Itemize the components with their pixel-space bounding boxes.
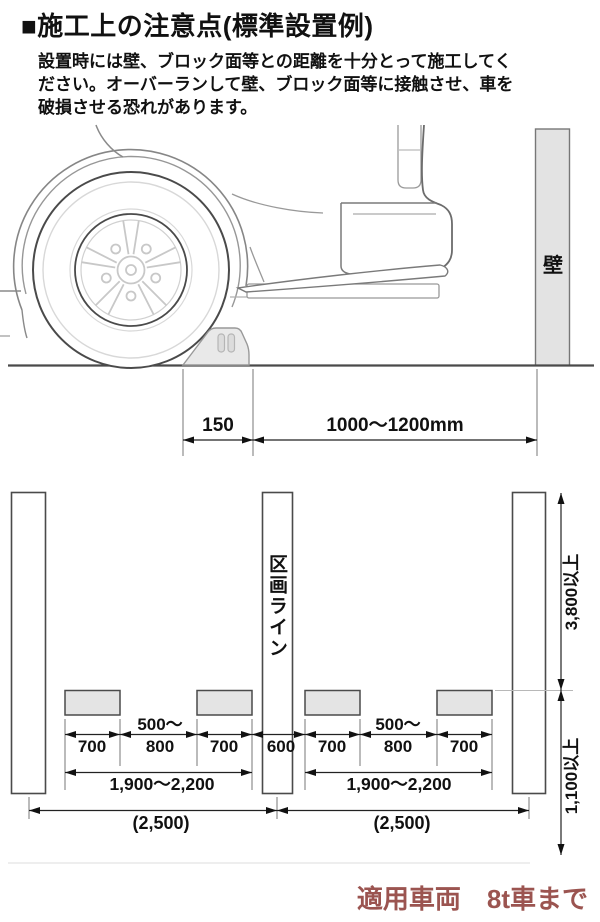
car-rear-body xyxy=(230,124,453,299)
dim-label-800: 800 xyxy=(146,737,174,756)
arrowhead xyxy=(481,731,492,738)
arrowhead xyxy=(526,436,537,444)
dim-label-700: 700 xyxy=(450,737,478,756)
arrowhead xyxy=(252,731,263,738)
wheel-stopper-plan xyxy=(304,689,361,716)
arrowhead xyxy=(109,731,120,738)
arrowhead xyxy=(305,769,316,776)
arrowhead xyxy=(557,844,565,855)
rim xyxy=(74,213,188,327)
wheel-stopper-plan xyxy=(436,689,493,716)
tire xyxy=(32,171,230,369)
lane-bar-right xyxy=(511,491,547,795)
arrowhead xyxy=(253,436,264,444)
arrowhead xyxy=(277,807,288,814)
arrowhead xyxy=(360,731,371,738)
wheel-spokes xyxy=(81,220,181,316)
intro-line-1: 設置時には壁、ブロック面等との距離を十分とって施工してく xyxy=(38,52,512,71)
wall xyxy=(534,128,571,367)
arrowhead xyxy=(183,436,194,444)
arrowhead xyxy=(266,807,277,814)
arrowhead xyxy=(241,769,252,776)
arrowhead xyxy=(120,731,131,738)
dim-label-tread: 1,900〜2,200 xyxy=(346,774,451,794)
arrowhead xyxy=(426,731,437,738)
lane-bar-left xyxy=(10,491,47,795)
dim-label-800: 800 xyxy=(384,737,412,756)
plan-dimension-row-b: 1,900〜2,200 1,900〜2,200 xyxy=(65,769,492,794)
page-title: ■施工上の注意点(標準設置例) xyxy=(21,11,374,41)
dim-label-stall-width: (2,500) xyxy=(132,813,189,833)
arrowhead xyxy=(437,731,448,738)
plan-dimension-row-c: (2,500) (2,500) xyxy=(29,807,529,833)
dim-label-500: 500〜 xyxy=(375,715,420,734)
plan-extension-lines xyxy=(28,719,530,819)
body-crease xyxy=(249,246,265,283)
dim-label-front-depth: 3,800以上 xyxy=(562,554,581,631)
dim-label-rear-depth: 1,100以上 xyxy=(562,738,581,815)
stopper-slot xyxy=(217,333,226,353)
side-view-diagram: 壁 xyxy=(0,124,594,456)
body-curve-top xyxy=(95,124,124,158)
wheel-stopper-plan xyxy=(196,689,253,716)
arrowhead xyxy=(186,731,197,738)
arrowhead xyxy=(481,769,492,776)
arrowhead xyxy=(197,731,208,738)
dim-label-700: 700 xyxy=(78,737,106,756)
arrowhead xyxy=(241,731,252,738)
arrowhead xyxy=(557,679,565,690)
lane-line-label: 区画ライン xyxy=(266,553,287,659)
dim-label-700: 700 xyxy=(210,737,238,756)
rear-contour xyxy=(421,124,453,269)
fender-inner-arch xyxy=(21,155,241,308)
arrowhead xyxy=(242,436,253,444)
dim-label-wall-distance: 1000〜1200mm xyxy=(326,415,463,436)
arrowhead xyxy=(29,807,40,814)
dim-label-700: 700 xyxy=(318,737,346,756)
plan-view-diagram: 500〜 500〜 700 800 700 600 700 800 700 1,… xyxy=(8,491,581,864)
arrowhead xyxy=(305,731,316,738)
rear-panel xyxy=(397,125,422,189)
side-dimensions: 150 1000〜1200mm xyxy=(182,369,538,456)
fender-outer-arch xyxy=(12,148,249,311)
plan-dimension-row-a: 500〜 500〜 700 800 700 600 700 800 700 xyxy=(65,715,492,756)
dim-label-600: 600 xyxy=(267,737,295,756)
door-bottom-line xyxy=(231,193,324,214)
intro-line-3: 破損させる恐れがあります。 xyxy=(38,98,258,117)
body-line-left-lower xyxy=(21,309,28,339)
bumper-skirt xyxy=(235,264,449,293)
lane-bar-center xyxy=(261,491,294,795)
tire-sidewall-ring xyxy=(42,181,220,359)
arrowhead xyxy=(349,731,360,738)
dim-label-150: 150 xyxy=(202,415,234,436)
dim-label-stall-width: (2,500) xyxy=(373,813,430,833)
arrowhead xyxy=(65,731,76,738)
stopper-slot xyxy=(227,333,236,353)
arrowhead xyxy=(557,690,565,701)
arrowhead xyxy=(294,731,305,738)
wheel-stopper-plan xyxy=(64,689,121,716)
intro-line-2: ださい。オーバーランして壁、ブロック面等に接触させ、車を xyxy=(38,75,514,94)
intro-paragraph: 設置時には壁、ブロック面等との距離を十分とって施工してく ださい。オーバーランし… xyxy=(38,50,513,119)
rim-lip-ring xyxy=(69,208,193,332)
applicable-vehicle-note: 適用車両 8t車まで xyxy=(356,884,588,914)
dim-label-500: 500〜 xyxy=(137,715,182,734)
arrowhead xyxy=(65,769,76,776)
arrowhead xyxy=(557,493,565,504)
rim-inner-ring xyxy=(80,219,182,321)
wheel-stopper-side xyxy=(181,327,250,366)
wall-label: 壁 xyxy=(543,253,563,277)
bumper-left-edge xyxy=(340,203,351,275)
plan-depth-dimensions: 3,800以上 1,100以上 xyxy=(557,493,581,855)
dim-label-tread: 1,900〜2,200 xyxy=(109,774,214,794)
arrowhead xyxy=(518,807,529,814)
